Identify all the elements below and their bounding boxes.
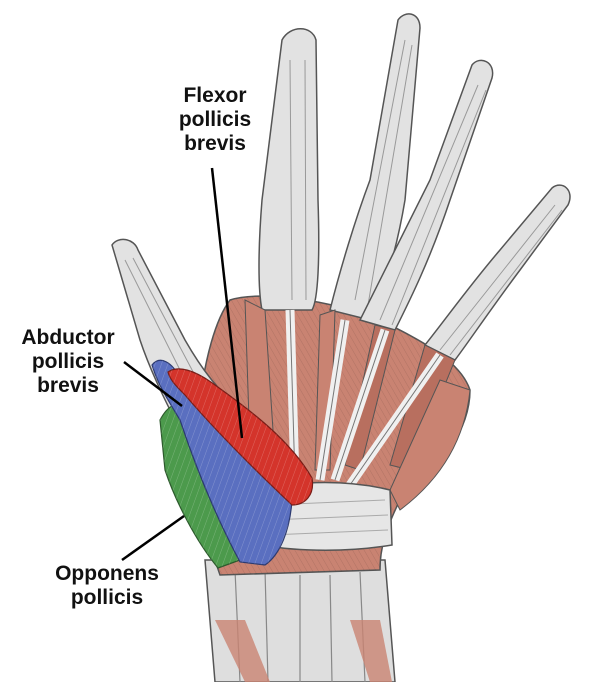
label-flexor-pollicis-brevis-line2: pollicis bbox=[178, 108, 252, 131]
label-abductor-pollicis-brevis-line1: Abductor bbox=[21, 326, 115, 349]
leader-line-abductor-pollicis-brevis bbox=[123, 361, 183, 407]
leader-line-flexor-pollicis-brevis bbox=[210, 167, 244, 439]
label-flexor-pollicis-brevis: Flexor pollicis brevis bbox=[160, 84, 270, 156]
fingers bbox=[244, 13, 571, 511]
label-flexor-pollicis-brevis-line3: brevis bbox=[184, 132, 246, 155]
label-abductor-pollicis-brevis-line2: pollicis bbox=[31, 350, 105, 373]
leader-line-opponens-pollicis bbox=[121, 514, 185, 562]
label-abductor-pollicis-brevis: Abductor pollicis brevis bbox=[8, 326, 128, 398]
label-abductor-pollicis-brevis-line3: brevis bbox=[37, 374, 99, 397]
label-opponens-pollicis-line2: pollicis bbox=[70, 586, 144, 609]
label-flexor-pollicis-brevis-line1: Flexor bbox=[183, 84, 247, 107]
label-opponens-pollicis: Opponens pollicis bbox=[42, 562, 172, 610]
label-opponens-pollicis-line1: Opponens bbox=[55, 562, 159, 585]
wrist-tendons bbox=[204, 559, 396, 683]
